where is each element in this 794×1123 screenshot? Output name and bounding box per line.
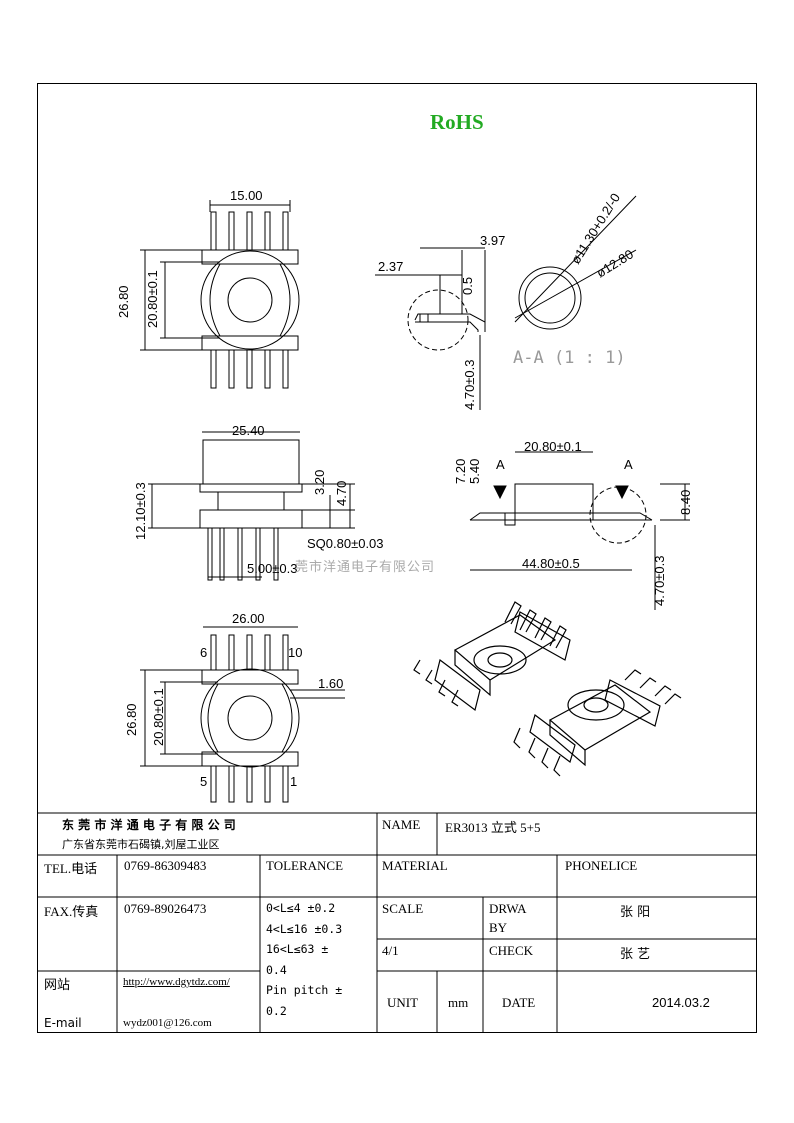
dim-500: 5.00±0.3: [247, 561, 298, 576]
drawn-value: 张 阳: [620, 905, 651, 920]
dim-2080b: 20.80±0.1: [151, 688, 166, 746]
tol-line: 0.2: [266, 1003, 287, 1018]
name-value: ER3013 立式 5+5: [445, 820, 541, 835]
tol-line: 0.4: [266, 962, 287, 977]
dim-2540: 25.40: [232, 423, 265, 438]
tol-line: 4<L≤16 ±0.3: [266, 921, 343, 936]
dim-320: 3.20: [312, 470, 327, 495]
scale-label: SCALE: [382, 901, 424, 916]
dim-05: 0.5: [460, 277, 475, 295]
front-view: [148, 431, 355, 581]
pin-label-6: 6: [200, 645, 207, 660]
web-label: 网站: [44, 978, 71, 993]
pin-detail-view: [375, 247, 486, 410]
section-label-a2: A: [624, 457, 633, 472]
dim-470: 4.70±0.3: [462, 359, 477, 410]
check-value: 张 艺: [620, 947, 651, 962]
title-block-grid: [37, 812, 757, 1033]
company-name: 东 莞 市 洋 通 电 子 有 限 公 司: [62, 818, 236, 832]
name-label: NAME: [382, 817, 421, 832]
tolerance-label: TOLERANCE: [266, 858, 344, 873]
dim-397: 3.97: [480, 233, 505, 248]
material-label: MATERIAL: [382, 858, 448, 873]
pin-label-1: 1: [290, 774, 297, 789]
dim-470b: 4.70: [334, 481, 349, 506]
fax-value: 0769-89026473: [124, 901, 207, 916]
dim-side-height: 26.80: [116, 285, 131, 318]
unit-value: mm: [448, 995, 469, 1010]
section-label: A-A (1 : 1): [513, 348, 626, 368]
email-value: wydz001@126.com: [123, 1017, 212, 1029]
email-label: E-mail: [44, 1016, 82, 1030]
pin-label-10: 10: [288, 645, 302, 660]
check-label: CHECK: [489, 943, 534, 958]
tol-line: 16<L≤63 ±: [266, 942, 329, 956]
date-value: 2014.03.2: [652, 995, 710, 1010]
pin-label-5: 5: [200, 774, 207, 789]
dim-top-width: 15.00: [230, 188, 263, 203]
tel-label: TEL.电话: [44, 861, 98, 876]
watermark: 莞市洋通电子有限公司: [295, 560, 436, 575]
dim-2080: 20.80±0.1: [524, 439, 582, 454]
dim-inner-height: 20.80±0.1: [145, 270, 160, 328]
drawn-label-2: BY: [489, 920, 508, 935]
dim-2680b: 26.80: [124, 703, 139, 736]
dim-sq080: SQ0.80±0.03: [307, 536, 384, 551]
dim-160: 1.60: [318, 676, 343, 691]
bottom-view: [140, 626, 345, 803]
company-address: 广东省东莞市石碣镇,刘屋工业区: [62, 838, 220, 851]
tol-line: Pin pitch ±: [266, 983, 343, 997]
section-view: [514, 195, 637, 330]
date-label: DATE: [502, 995, 536, 1010]
scale-value: 4/1: [382, 943, 399, 958]
dim-540: 5.40: [467, 459, 482, 484]
material-value: PHONELICE: [565, 858, 638, 873]
rohs-label: RoHS: [430, 110, 484, 134]
top-view: [140, 200, 300, 389]
drawn-label-1: DRWA: [489, 901, 527, 916]
isometric-view: [413, 601, 682, 777]
tolerance-values: 0<L≤4 ±0.2 4<L≤16 ±0.3 16<L≤63 ± 0.4 Pin…: [266, 898, 342, 1021]
dim-720: 7.20: [453, 459, 468, 484]
website-link[interactable]: http://www.dgytdz.com/: [123, 976, 230, 988]
drawing-frame: [37, 83, 757, 1033]
dim-dia-1280: ø12.80: [594, 246, 636, 280]
section-label-a1: A: [496, 457, 505, 472]
tel-value: 0769-86309483: [124, 858, 207, 873]
dim-237: 2.37: [378, 259, 403, 274]
dim-840: 8.40: [678, 490, 693, 515]
dim-2600: 26.00: [232, 611, 265, 626]
dim-4480: 44.80±0.5: [522, 556, 580, 571]
unit-label: UNIT: [387, 995, 419, 1010]
tol-line: 0<L≤4 ±0.2: [266, 901, 336, 915]
dim-1210: 12.10±0.3: [133, 482, 148, 540]
fax-label: FAX.传真: [44, 904, 99, 919]
dim-470c: 4.70±0.3: [652, 555, 667, 606]
side-view: [469, 451, 690, 610]
